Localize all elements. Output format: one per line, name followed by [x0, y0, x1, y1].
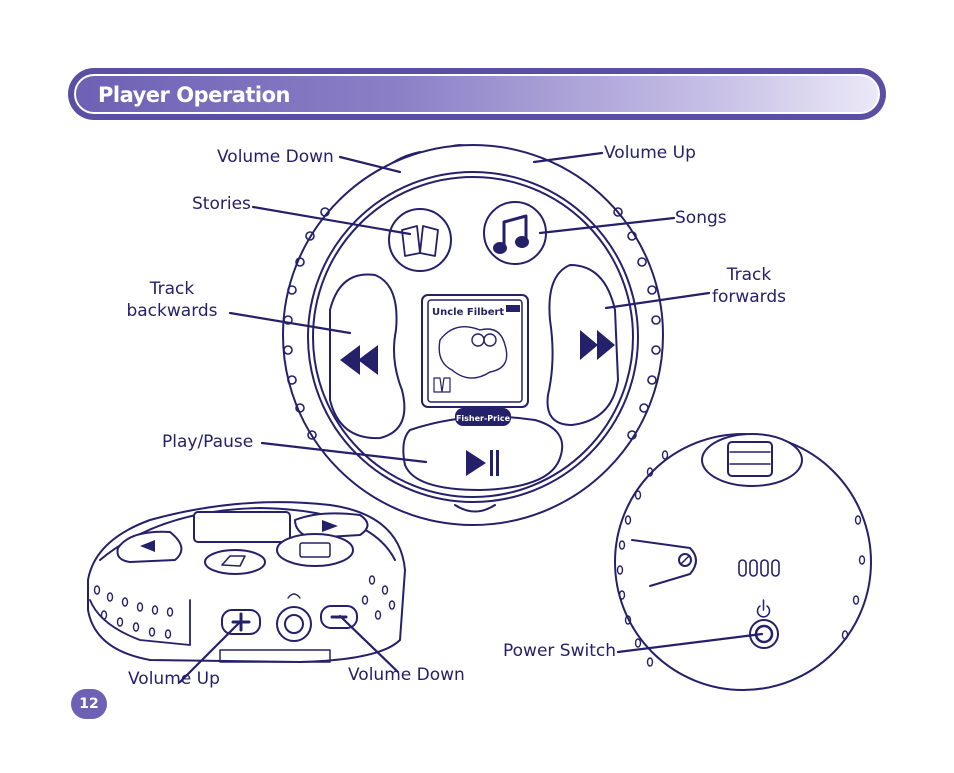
label-volume-down-front: Volume Down	[217, 147, 334, 167]
label-track-backwards: Track backwards	[120, 278, 224, 322]
label-track-backwards-line1: Track	[149, 279, 195, 299]
label-volume-down-side: Volume Down	[348, 665, 465, 685]
label-stories: Stories	[192, 194, 251, 214]
label-volume-up-side: Volume Up	[128, 669, 220, 689]
page-number-badge: 12	[71, 689, 107, 719]
label-play-pause: Play/Pause	[162, 432, 254, 452]
label-songs: Songs	[675, 208, 727, 228]
section-header-inner: Player Operation	[74, 74, 880, 114]
section-header-banner: Player Operation	[68, 68, 886, 120]
label-track-backwards-line2: backwards	[126, 301, 218, 321]
label-track-forwards: Track forwards	[703, 264, 795, 308]
section-title: Player Operation	[98, 83, 290, 107]
label-power-switch: Power Switch	[503, 641, 617, 661]
label-track-forwards-line1: Track	[726, 265, 772, 285]
screen-title-text: Uncle Filbert	[432, 307, 504, 318]
side-view-player	[87, 501, 406, 663]
brand-badge-text: Fisher-Price	[456, 414, 511, 423]
back-view-player	[614, 433, 872, 691]
label-track-forwards-line2: forwards	[711, 287, 787, 307]
front-view-player: Uncle Filbert Fisher-Price	[282, 144, 664, 526]
label-volume-up-front: Volume Up	[604, 143, 696, 163]
